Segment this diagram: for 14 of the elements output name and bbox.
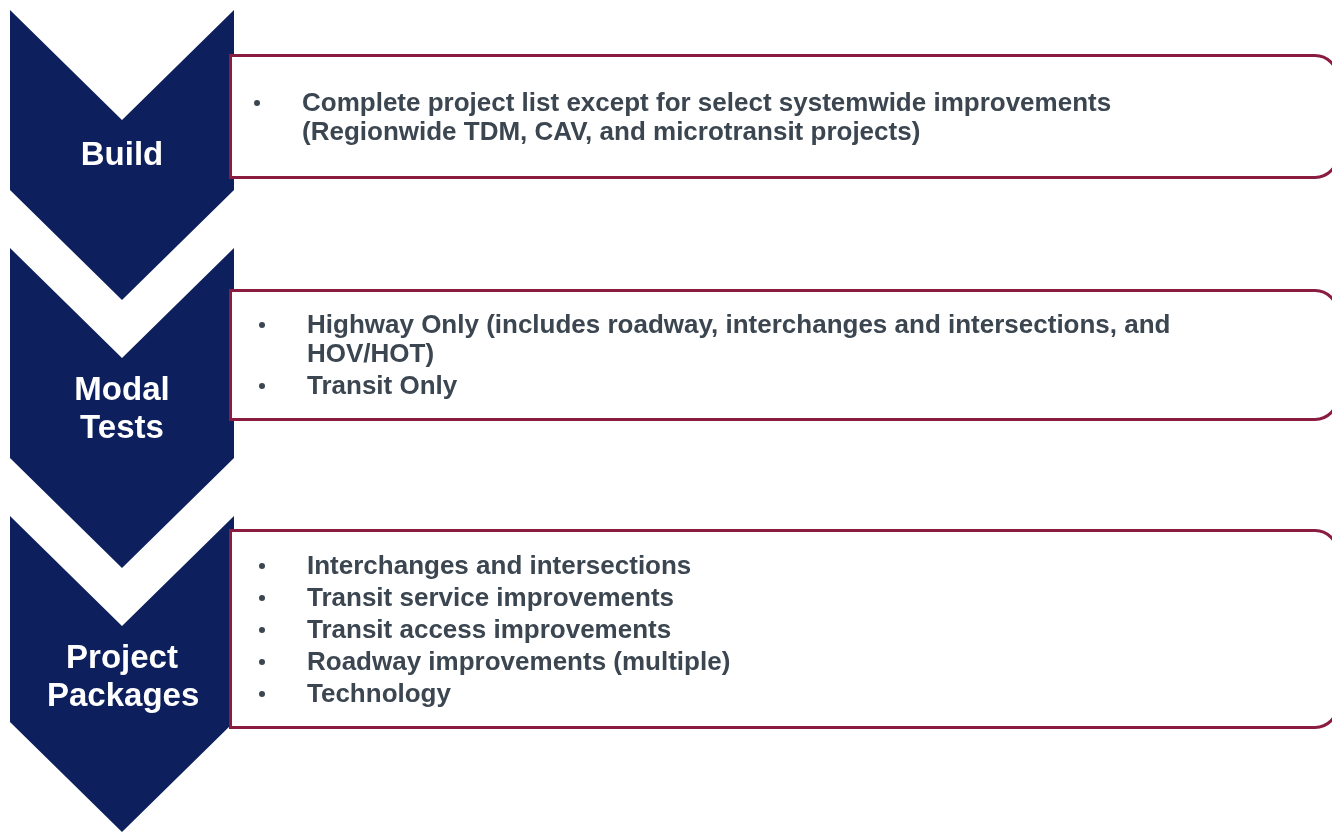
stage-label: Project Packages: [47, 638, 197, 714]
bullet-list-panel: [229, 289, 1332, 421]
stage-label: Modal Tests: [73, 370, 171, 446]
bullet-item: Roadway improvements (multiple): [259, 646, 1226, 676]
bullet-list-panel: [229, 54, 1332, 179]
bullet-item: Highway Only (includes roadway, interchanges and intersections, and HOV/HOT): [259, 310, 1226, 368]
bullet-item: Transit Only: [259, 371, 1226, 400]
bullet-item: Interchanges and intersections: [259, 550, 1226, 580]
bullet-item: Transit access improvements: [259, 614, 1226, 644]
bullet-item: Technology: [259, 678, 1226, 708]
bullet-item: Complete project list except for select systemwide improvements (Regionwide TDM, CAV, and microtransit projects): [254, 87, 1226, 146]
stage-label: Build: [79, 135, 165, 173]
bullet-list-panel: [229, 529, 1332, 729]
bullet-item: Transit service improvements: [259, 582, 1226, 612]
